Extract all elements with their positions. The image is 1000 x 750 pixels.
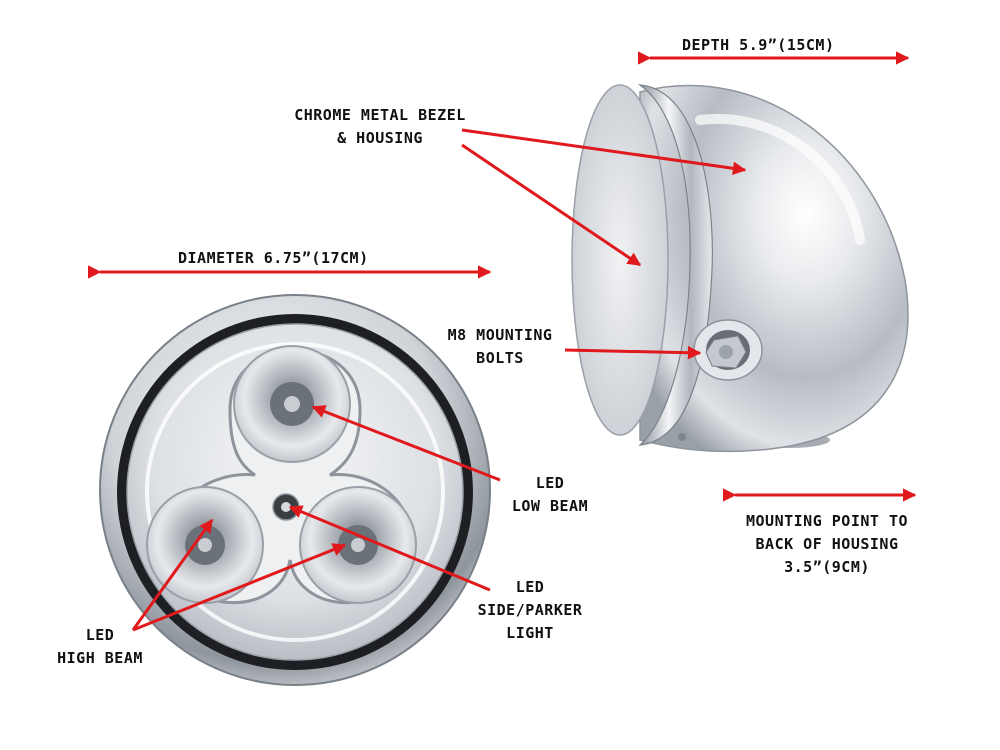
bezel-label: CHROME METAL BEZEL & HOUSING	[294, 106, 466, 147]
front-view-headlight	[99, 294, 491, 686]
mount-point-label: MOUNTING POINT TO BACK OF HOUSING 3.5”(9…	[745, 512, 909, 576]
side-view-headlight	[571, 84, 909, 453]
bezel-arrow-rim	[461, 143, 642, 267]
mounting-bolt	[693, 319, 763, 381]
mount-screw	[678, 433, 686, 441]
low-beam-label: LED LOW BEAM	[511, 474, 589, 515]
annotation-arrows	[87, 51, 917, 632]
parker-arrow	[288, 505, 491, 592]
depth-label: DEPTH 5.9”(15CM)	[682, 36, 835, 54]
low-beam-led	[233, 345, 351, 463]
diameter-label: DIAMETER 6.75”(17CM)	[178, 249, 369, 267]
high-beam-led	[146, 486, 264, 604]
bezel-arrow-housing	[461, 128, 747, 175]
low-beam-led-right	[299, 486, 417, 604]
bolts-label: M8 MOUNTING BOLTS	[447, 326, 553, 367]
high-beam-arrow-1	[131, 518, 214, 631]
parker-light-led	[272, 493, 300, 521]
bolts-arrow	[564, 345, 702, 360]
parker-light-label: LED SIDE/PARKER LIGHT	[477, 578, 583, 642]
side-lens	[571, 84, 669, 436]
high-beam-arrow-2	[132, 543, 347, 632]
low-beam-arrow	[311, 405, 501, 482]
high-beam-label: LED HIGH BEAM	[57, 626, 143, 667]
